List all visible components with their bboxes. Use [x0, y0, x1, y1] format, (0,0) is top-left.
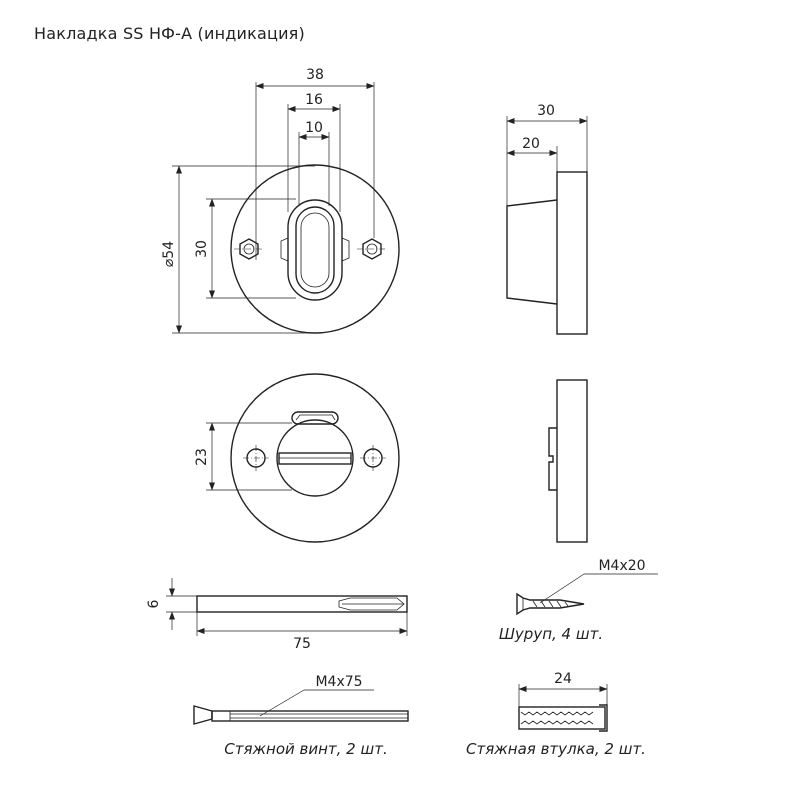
screw-cross-right [360, 445, 386, 471]
indicator-flag [295, 414, 336, 421]
turn-slot [278, 452, 352, 465]
screw-hole-right [357, 238, 387, 260]
dim-24-label: 24 [554, 671, 572, 687]
wood-screw-body [516, 592, 585, 616]
sleeve-head [599, 704, 608, 732]
screw-caption: Шуруп, 4 шт. [499, 625, 603, 643]
indicator-view: 23 [194, 373, 400, 543]
indicator-side-view [548, 379, 588, 543]
connecting-bolt: M4x75 Стяжной винт, 2 шт. [193, 674, 409, 758]
front-view: 38 16 10 ⌀54 30 [161, 67, 400, 334]
dim-54-label: ⌀54 [161, 241, 177, 267]
connecting-sleeve: 24 Стяжная втулка, 2 шт. [466, 671, 646, 758]
dim-16-label: 16 [305, 92, 323, 108]
bolt-caption: Стяжной винт, 2 шт. [224, 740, 387, 758]
dim-6-label: 6 [146, 599, 162, 608]
drawing-title: Накладка SS НФ-А (индикация) [34, 24, 305, 43]
screw-hole-left [234, 238, 264, 260]
dim-side-20-label: 20 [522, 136, 540, 152]
sleeve-caption: Стяжная втулка, 2 шт. [466, 740, 646, 758]
bolt-head [193, 705, 213, 725]
rod-body [196, 595, 408, 613]
indicator-side-stem [548, 427, 557, 491]
slot-core [300, 212, 330, 288]
screw-size-label: M4x20 [598, 558, 645, 574]
dim-30-label: 30 [194, 240, 210, 258]
dim-side-30-label: 30 [537, 103, 555, 119]
dim-38-label: 38 [306, 67, 324, 83]
indicator-plate-outline [230, 373, 400, 543]
rod-slot [338, 597, 405, 611]
slot-inner [295, 206, 335, 294]
side-plate [556, 171, 588, 335]
dim-23-label: 23 [194, 448, 210, 466]
turn-knob [276, 457, 354, 497]
dim-10-label: 10 [305, 120, 323, 136]
dim-75-label: 75 [293, 636, 311, 652]
bolt-size-label: M4x75 [315, 674, 362, 690]
slot-ear-right [341, 237, 350, 262]
turn-knob-top [276, 419, 354, 459]
bolt-shank [211, 710, 409, 722]
slot-ear-left [280, 237, 289, 262]
slot-outer [287, 199, 343, 301]
screw-cross-left [243, 445, 269, 471]
wood-screw: M4x20 Шуруп, 4 шт. [499, 558, 658, 643]
indicator-side-plate [556, 379, 588, 543]
sleeve-body [518, 706, 606, 730]
rod-part: 6 75 [146, 578, 408, 652]
indicator-window [291, 411, 339, 425]
side-view: 30 20 [506, 103, 588, 335]
side-body [506, 199, 558, 305]
